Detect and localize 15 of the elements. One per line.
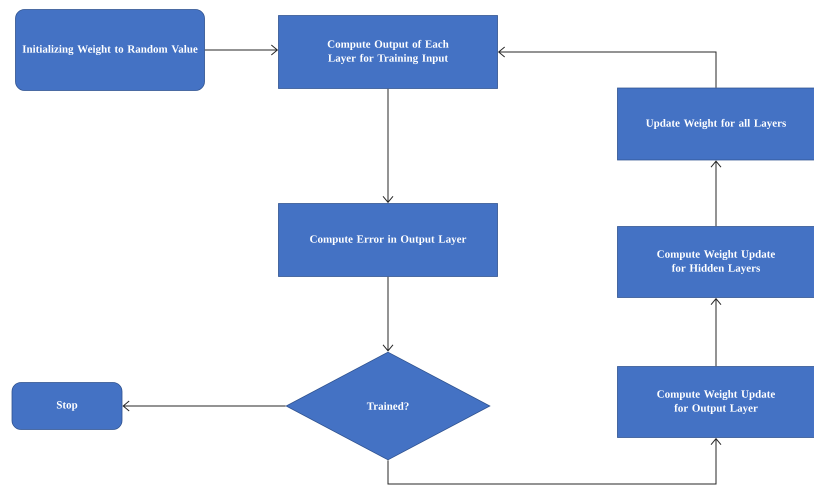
terminal-box: Stop	[12, 382, 122, 430]
arrow	[122, 400, 286, 412]
terminal-box: Initializing Weight to Random Value	[15, 9, 205, 91]
arrow	[388, 438, 722, 484]
process-box: Compute Weight Update for Output Layer	[617, 366, 814, 438]
arrow	[382, 276, 394, 352]
arrow	[204, 44, 278, 56]
process-box: Compute Output of Each Layer for Training Input	[278, 15, 498, 89]
process-box: Compute Error in Output Layer	[278, 203, 498, 277]
arrow	[382, 88, 394, 204]
arrow	[710, 298, 722, 367]
arrow	[498, 46, 716, 88]
process-box: Update Weight for all Layers	[617, 88, 814, 160]
arrow	[710, 160, 722, 227]
process-box: Compute Weight Update for Hidden Layers	[617, 226, 814, 298]
